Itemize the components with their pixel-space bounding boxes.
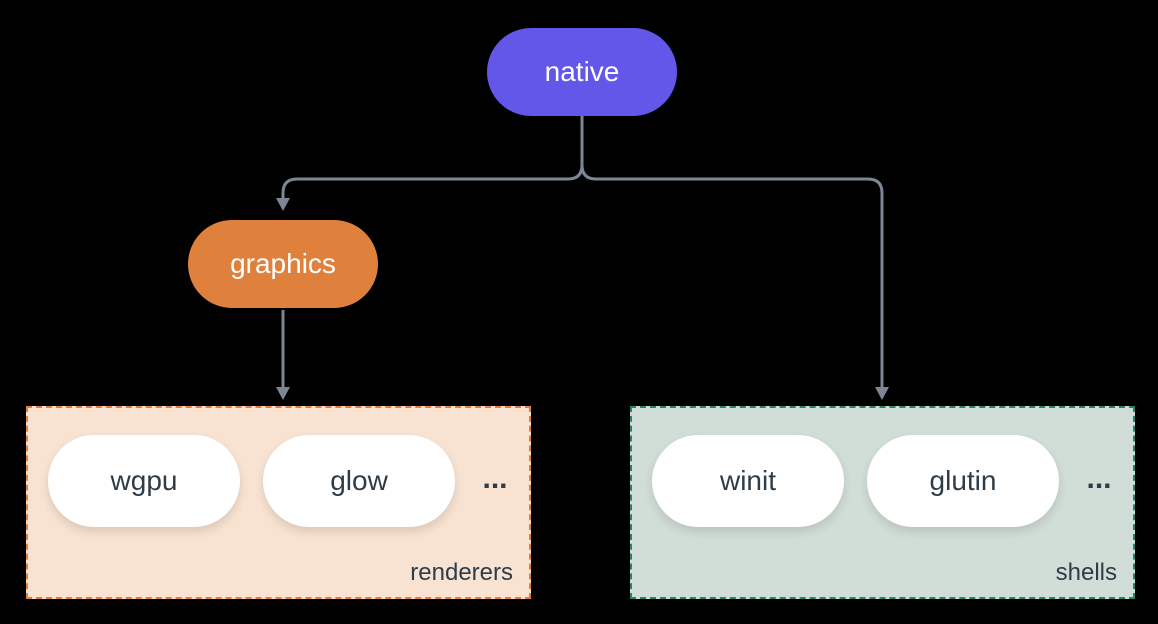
- group-renderers: wgpu glow ... renderers: [26, 406, 531, 599]
- pill-glow: glow: [263, 435, 455, 527]
- edge-native-shells: [580, 114, 884, 387]
- pill-winit-label: winit: [719, 465, 776, 496]
- edge-native-graphics: [281, 114, 584, 198]
- arrowhead-graphics-icon: [276, 198, 290, 211]
- node-graphics: graphics: [188, 220, 378, 308]
- group-label-shells: shells: [1055, 559, 1117, 586]
- group-shells: winit glutin ... shells: [630, 406, 1135, 599]
- node-native-label: native: [544, 56, 620, 87]
- pill-winit: winit: [652, 435, 844, 527]
- pill-glutin: glutin: [867, 435, 1059, 527]
- pill-glutin-label: glutin: [929, 465, 997, 496]
- arrowhead-shells-icon: [875, 387, 889, 400]
- pill-wgpu-label: wgpu: [110, 465, 178, 496]
- ellipsis-renderers: ...: [482, 462, 508, 495]
- node-graphics-label: graphics: [230, 248, 336, 279]
- ellipsis-shells: ...: [1086, 462, 1112, 495]
- node-native: native: [487, 28, 677, 116]
- group-label-renderers: renderers: [410, 559, 513, 586]
- pill-wgpu: wgpu: [48, 435, 240, 527]
- pill-glow-label: glow: [330, 465, 388, 496]
- arrowhead-renderers-icon: [276, 387, 290, 400]
